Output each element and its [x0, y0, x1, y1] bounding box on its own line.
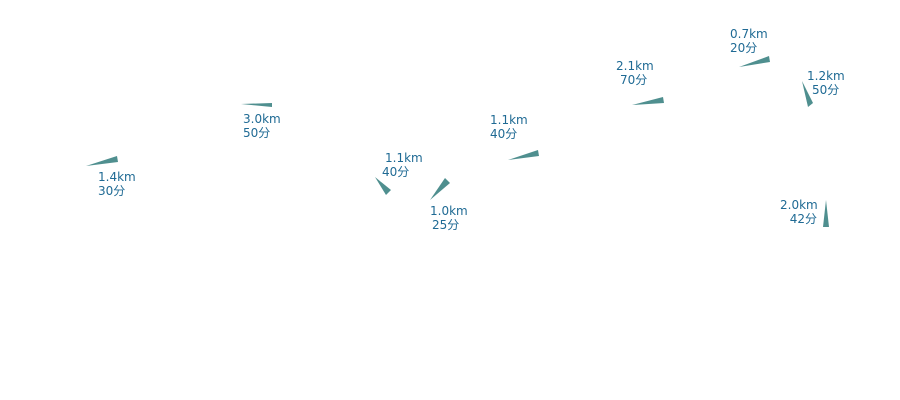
- route-segment-9[interactable]: [823, 200, 829, 227]
- segment-distance: 1.1km: [490, 113, 528, 127]
- segment-time: 70分: [620, 73, 648, 87]
- segment-distance: 0.7km: [730, 27, 768, 41]
- route-segment-5[interactable]: [508, 150, 539, 160]
- route-segment-3[interactable]: [375, 177, 391, 195]
- segment-time: 30分: [98, 184, 126, 198]
- segment-time: 25分: [432, 218, 460, 232]
- segment-label-4: 1.0km 25分: [430, 204, 468, 232]
- segment-label-8: 1.2km 50分: [807, 69, 845, 97]
- segment-label-1: 1.4km 30分: [98, 170, 136, 198]
- segment-label-7: 0.7km 20分: [730, 27, 768, 55]
- segment-time: 50分: [243, 126, 271, 140]
- segment-time: 20分: [730, 41, 758, 55]
- segment-distance: 3.0km: [243, 112, 281, 126]
- route-segment-4[interactable]: [430, 178, 450, 200]
- segment-distance: 1.2km: [807, 69, 845, 83]
- segment-distance: 2.1km: [616, 59, 654, 73]
- segment-time: 42分: [789, 212, 817, 226]
- segment-time: 40分: [490, 127, 518, 141]
- segment-label-9: 2.0km 42分: [780, 198, 818, 226]
- segment-distance: 1.0km: [430, 204, 468, 218]
- segment-time: 40分: [382, 165, 410, 179]
- segment-distance: 1.1km: [385, 151, 423, 165]
- route-segment-1[interactable]: [86, 156, 118, 166]
- segment-time: 50分: [812, 83, 840, 97]
- route-segment-7[interactable]: [739, 56, 770, 67]
- segment-label-5: 1.1km 40分: [490, 113, 528, 141]
- segment-distance: 1.4km: [98, 170, 136, 184]
- route-segment-6[interactable]: [632, 97, 664, 105]
- segment-label-6: 2.1km 70分: [616, 59, 654, 87]
- route-segment-2[interactable]: [241, 103, 272, 107]
- segment-label-3: 1.1km 40分: [382, 151, 423, 179]
- segment-distance: 2.0km: [780, 198, 818, 212]
- segment-label-2: 3.0km 50分: [243, 112, 281, 140]
- route-segment-8[interactable]: [802, 81, 813, 107]
